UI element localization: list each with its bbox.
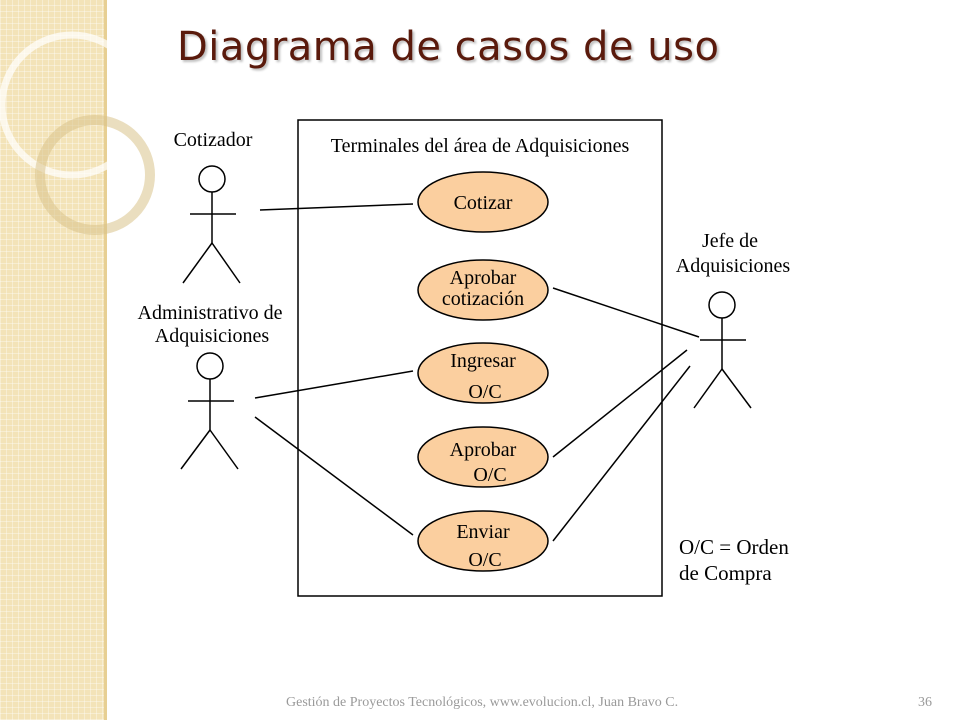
use-case-aprobar-cotizacion: Aprobar cotización <box>417 259 549 321</box>
actor-administrativo <box>180 352 239 470</box>
actor-jefe-label-line2: Adquisiciones <box>676 255 791 277</box>
use-case-enviar-oc-line1: Enviar <box>456 521 510 543</box>
stick-figure-icon <box>693 291 752 409</box>
use-case-aprobar-oc-line1: Aprobar <box>450 439 517 461</box>
band-edge-divider <box>104 0 107 720</box>
use-case-ingresar-oc: Ingresar O/C <box>417 342 549 404</box>
association-administrativo-ingresar <box>254 370 414 399</box>
associations <box>254 203 700 542</box>
association-cotizador-cotizar <box>259 203 414 211</box>
system-boundary <box>297 119 663 597</box>
use-case-cotizar: Cotizar <box>417 171 549 233</box>
use-case-aprobar-oc: Aprobar O/C <box>417 426 549 488</box>
stick-figure-icon <box>180 352 239 470</box>
actor-jefe-label-line1: Jefe de <box>702 230 758 252</box>
decorative-rings <box>0 31 155 235</box>
actor-cotizador <box>182 165 241 284</box>
use-case-enviar-oc-line2: O/C <box>468 549 501 571</box>
use-case-aprobar-oc-line2: O/C <box>473 464 506 486</box>
note-line1: O/C = Orden <box>679 535 789 559</box>
stick-figure-icon <box>182 165 241 284</box>
actor-administrativo-label-line1: Administrativo de <box>138 302 283 324</box>
slide-title: Diagrama de casos de uso <box>177 24 720 70</box>
use-case-aprobar-cotizacion-line1: Aprobar <box>450 267 517 289</box>
actor-administrativo-label-line2: Adquisiciones <box>155 325 270 347</box>
association-jefe-enviar <box>552 365 691 542</box>
use-case-aprobar-cotizacion-line2: cotización <box>442 288 524 310</box>
actor-jefe <box>693 291 752 409</box>
slide-footer: Gestión de Proyectos Tecnológicos, www.e… <box>286 695 679 710</box>
use-case-enviar-oc: Enviar O/C <box>417 510 549 572</box>
use-case-ingresar-oc-line2: O/C <box>468 381 501 403</box>
association-jefe-aprobar-oc <box>552 349 688 458</box>
association-administrativo-enviar <box>254 416 414 536</box>
association-jefe-aprobar-cotizacion <box>552 287 700 338</box>
note-line2: de Compra <box>679 561 772 585</box>
use-case-cotizar-label: Cotizar <box>454 192 513 214</box>
use-case-ingresar-oc-line1: Ingresar <box>450 350 516 372</box>
system-boundary-label: Terminales del área de Adquisiciones <box>331 135 630 157</box>
actor-cotizador-label: Cotizador <box>174 129 253 151</box>
page-number: 36 <box>918 695 932 710</box>
